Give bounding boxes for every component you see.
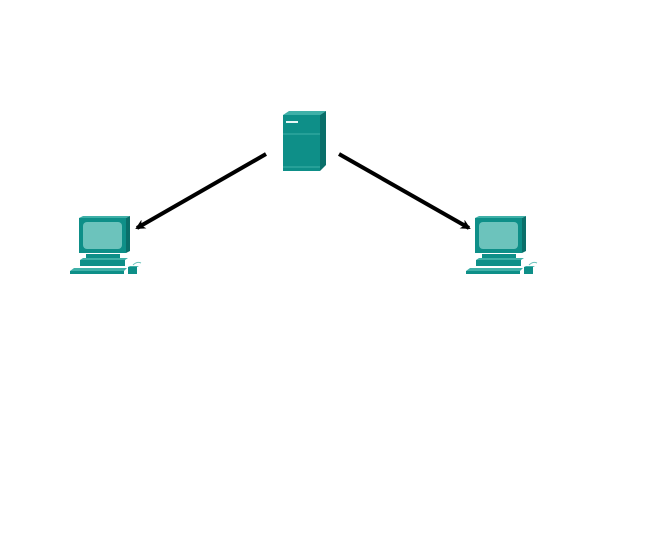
server-icon: [283, 111, 326, 171]
pc-left-icon: [69, 215, 142, 275]
arrow-server-to-pc-right: [338, 152, 471, 230]
pc-right-icon: [465, 215, 538, 275]
arrow-server-to-pc-left: [135, 152, 267, 230]
